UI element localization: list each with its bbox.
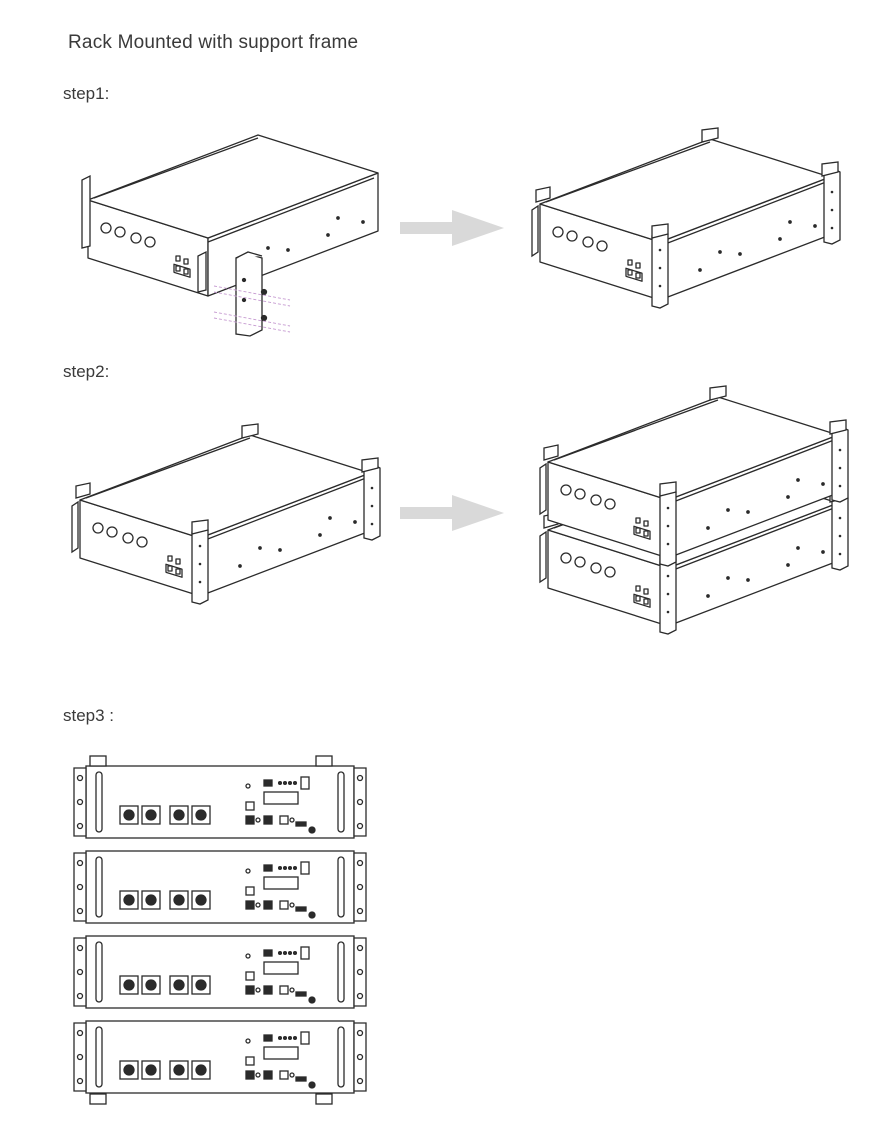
step1-alignment-lines bbox=[213, 285, 291, 333]
step3-rack-stack bbox=[73, 755, 367, 1105]
step2-arrow bbox=[400, 495, 504, 531]
step3-label: step3 : bbox=[63, 706, 115, 725]
rack-unit-3 bbox=[73, 935, 367, 1009]
page-title: Rack Mounted with support frame bbox=[68, 32, 359, 53]
rack-unit-2 bbox=[73, 850, 367, 924]
step2-stacked-modules bbox=[540, 386, 848, 634]
step1-module-without-frame bbox=[81, 134, 379, 297]
step1-module-with-frame bbox=[532, 128, 840, 308]
step1-label: step1: bbox=[63, 84, 110, 103]
step1-support-bracket bbox=[235, 251, 268, 337]
rack-unit-1 bbox=[73, 765, 367, 839]
rack-unit-4 bbox=[73, 1020, 367, 1094]
step2-label: step2: bbox=[63, 362, 110, 381]
step2-module-single bbox=[72, 424, 380, 604]
step1-arrow bbox=[400, 210, 504, 246]
